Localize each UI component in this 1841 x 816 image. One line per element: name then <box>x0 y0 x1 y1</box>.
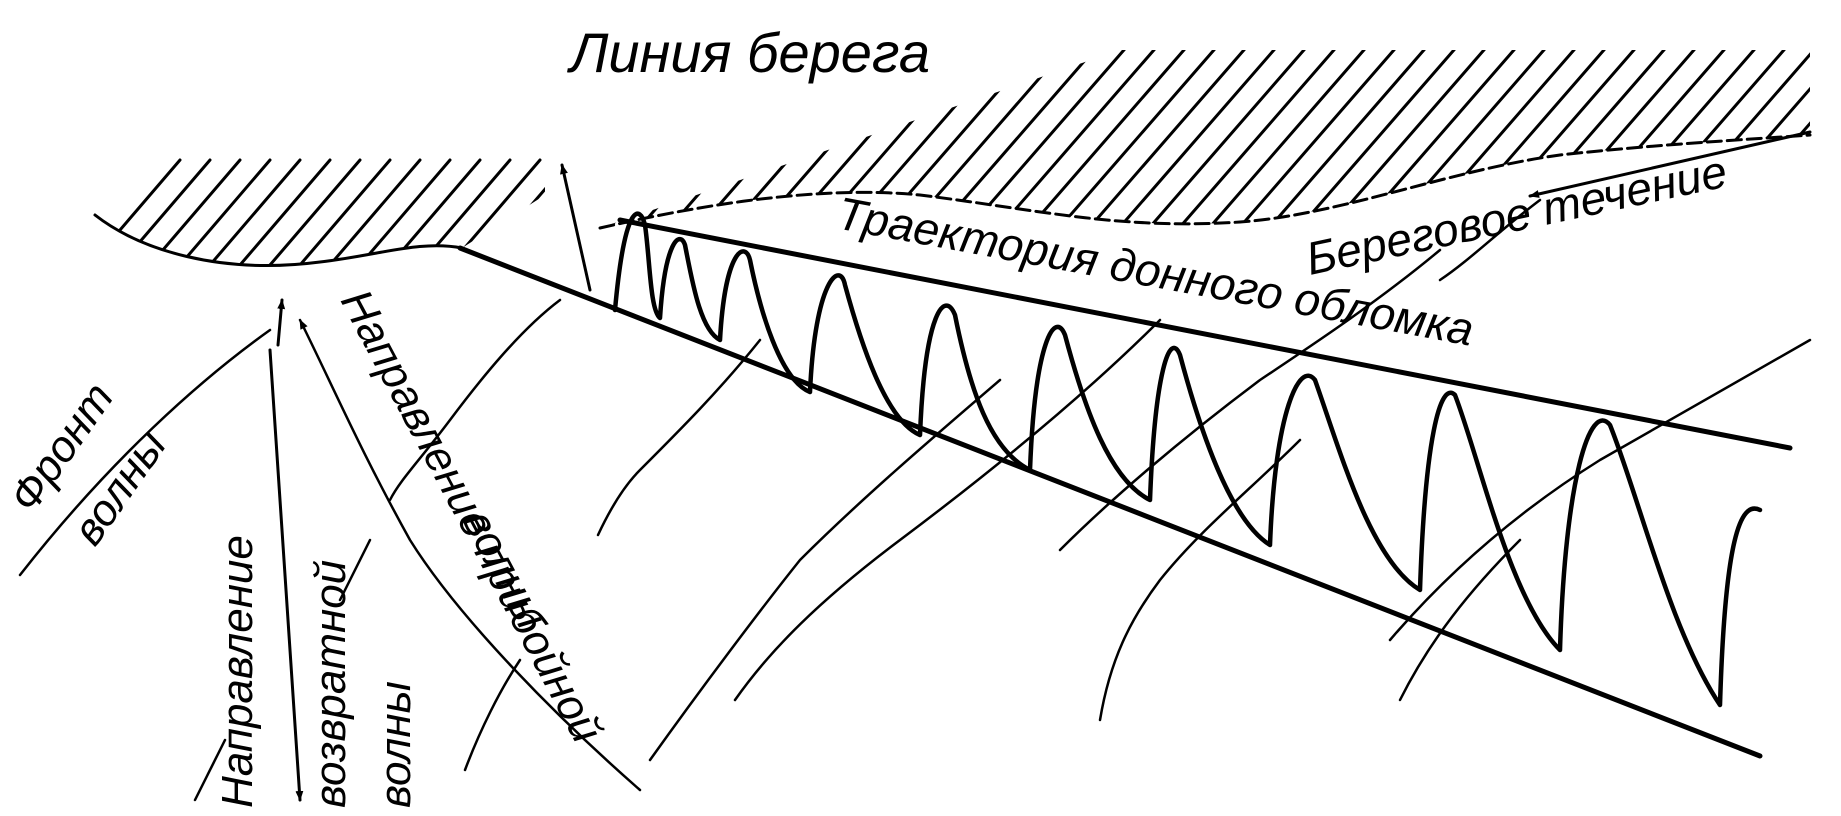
wave-front-line <box>1388 338 1812 642</box>
wave-front-line <box>1398 538 1522 702</box>
longshore-current-arrow <box>1528 130 1812 198</box>
longshore-current-label: Береговое течение <box>1301 145 1731 285</box>
particle-trajectory-path <box>612 211 1763 708</box>
backwash-direction-label-3: волны <box>371 681 420 808</box>
backwash-direction-label-1: Направление <box>213 535 262 808</box>
wave-front-line <box>18 328 272 577</box>
wave-front-line <box>1438 198 1542 282</box>
wave-front-line <box>338 538 372 602</box>
trajectory-upper-line <box>617 217 1793 451</box>
wave-front-line <box>1098 438 1302 722</box>
shoreline-label: Линия берега <box>567 21 930 84</box>
backwash-direction-label-2: возвратной <box>306 560 355 808</box>
wave-fronts <box>18 198 1812 802</box>
wave-front-line <box>1058 248 1442 552</box>
wave-front-line <box>596 338 762 537</box>
wave-front-line <box>388 298 562 502</box>
shoreline-left <box>93 213 464 267</box>
backwash-arrow <box>268 348 304 802</box>
swash-arrow <box>560 163 592 292</box>
swash-direction-label-2: волны <box>453 502 556 637</box>
swash-direction-curve <box>298 318 642 792</box>
wave-front-line <box>648 378 1002 762</box>
wave-front-line <box>733 318 1162 702</box>
shoreline-right <box>598 133 1812 230</box>
backwash-arrow-upper <box>276 298 286 347</box>
wave-front-line <box>463 658 522 772</box>
wave-front-line <box>193 738 227 802</box>
